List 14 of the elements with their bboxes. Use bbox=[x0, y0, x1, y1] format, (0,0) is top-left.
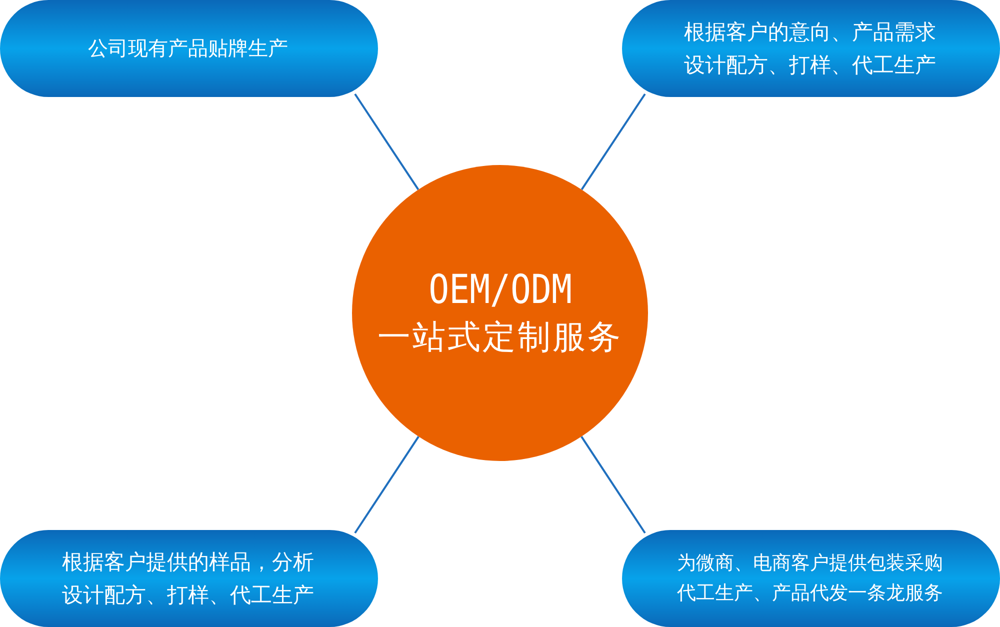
node-text: 根据客户提供的样品，分析设计配方、打样、代工生产 bbox=[62, 548, 315, 608]
connector-line bbox=[580, 93, 646, 190]
connector-line bbox=[580, 436, 646, 534]
connector-line bbox=[354, 436, 420, 534]
title-text: OEM/ODM bbox=[428, 266, 572, 312]
node-text: 公司现有产品贴牌生产 bbox=[88, 35, 289, 62]
subtitle-text: 一站式定制服务 bbox=[378, 316, 622, 358]
pill-box bbox=[0, 0, 378, 97]
node-text: 为微商、电商客户提供包装采购代工生产、产品代发一条龙服务 bbox=[677, 551, 944, 606]
node-text: 根据客户的意向、产品需求设计配方、打样、代工生产 bbox=[684, 18, 937, 78]
pill-box bbox=[622, 530, 1000, 627]
connector-line bbox=[354, 93, 420, 190]
pill-box bbox=[622, 0, 1000, 97]
pill-box bbox=[0, 530, 378, 627]
